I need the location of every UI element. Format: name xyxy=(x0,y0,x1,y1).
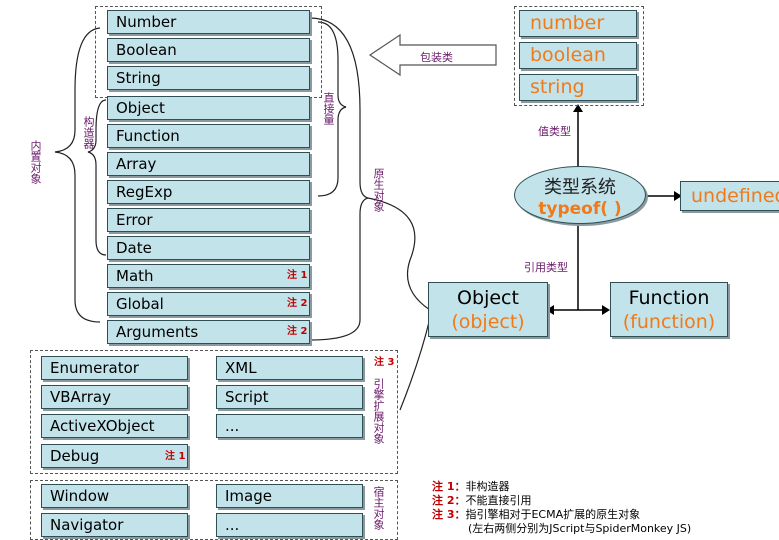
type-box-image: Image xyxy=(216,484,363,508)
note-tag-global: 注 2 xyxy=(287,298,308,309)
type-label-arguments: Arguments xyxy=(116,322,199,341)
type-box-global: Global xyxy=(107,292,310,316)
type-system-typeof: typeof( ) xyxy=(538,199,622,219)
function-type-box: Function (function) xyxy=(610,282,728,337)
type-box-object: Object xyxy=(107,96,310,120)
note-2-tag: 注 2： xyxy=(432,494,466,507)
type-box-array: Array xyxy=(107,152,310,176)
type-label-debug: Debug xyxy=(50,446,100,465)
label-direct-quantity: 直接量 xyxy=(322,92,335,125)
type-label-math: Math xyxy=(116,266,154,285)
type-box-arguments: Arguments xyxy=(107,320,310,344)
type-box-string: String xyxy=(107,66,310,90)
note-2: 注 2：不能直接引用 xyxy=(432,494,691,508)
value-box-string: string xyxy=(519,74,637,101)
type-box-enumerator: Enumerator xyxy=(41,356,188,380)
type-box-engine-ellipsis: ... xyxy=(216,414,363,438)
note-1-text: 非构造器 xyxy=(465,480,510,493)
note-tag-arguments: 注 2 xyxy=(287,326,308,337)
note-4: (左右两侧分别为JScript与SpiderMonkey JS) xyxy=(432,522,691,536)
label-wrapper-class: 包装类 xyxy=(420,51,453,64)
type-box-vbarray: VBArray xyxy=(41,385,188,409)
type-system-ellipse: 类型系统 typeof( ) xyxy=(514,166,646,224)
notes-legend: 注 1：非构造器 注 2：不能直接引用 注 3：指引擎相对于ECMA扩展的原生对… xyxy=(432,480,691,536)
label-value-type: 值类型 xyxy=(538,125,571,138)
object-type-box: Object (object) xyxy=(428,282,548,337)
type-box-script: Script xyxy=(216,385,363,409)
type-system-title: 类型系统 xyxy=(544,177,616,198)
type-label-global: Global xyxy=(116,294,164,313)
value-type-group xyxy=(514,6,644,106)
type-box-navigator: Navigator xyxy=(41,513,188,537)
value-box-number: number xyxy=(519,10,637,37)
note-3-text: 指引擎相对于ECMA扩展的原生对象 xyxy=(465,508,641,521)
label-constructors: 构造器 xyxy=(82,116,95,149)
label-engine-extension: 引擎扩展对象 xyxy=(372,378,385,444)
type-box-xml: XML xyxy=(216,356,363,380)
object-type-name: Object xyxy=(457,287,519,309)
note-tag-math: 注 1 xyxy=(287,270,308,281)
note-2-text: 不能直接引用 xyxy=(465,494,532,507)
note-3: 注 3：指引擎相对于ECMA扩展的原生对象 xyxy=(432,508,691,522)
note-4-text: (左右两侧分别为JScript与SpiderMonkey JS) xyxy=(468,522,692,535)
type-box-number: Number xyxy=(107,10,310,34)
type-box-boolean: Boolean xyxy=(107,38,310,62)
type-box-debug: Debug xyxy=(41,444,188,468)
note-tag-debug: 注 1 xyxy=(165,451,186,462)
label-builtin-objects: 内置对象 xyxy=(29,140,42,184)
label-native-objects: 原生对象 xyxy=(372,168,385,212)
type-box-math: Math xyxy=(107,264,310,288)
note-1-tag: 注 1： xyxy=(432,480,466,493)
function-type-name: Function xyxy=(628,287,710,309)
undefined-box: undefined xyxy=(680,181,779,211)
type-box-date: Date xyxy=(107,236,310,260)
note-3-tag: 注 3： xyxy=(432,508,466,521)
function-typeof-value: (function) xyxy=(622,311,716,333)
label-reference-type: 引用类型 xyxy=(524,261,568,274)
value-box-boolean: boolean xyxy=(519,42,637,69)
type-box-regexp: RegExp xyxy=(107,180,310,204)
type-box-function: Function xyxy=(107,124,310,148)
label-host-objects: 宿主对象 xyxy=(372,486,385,530)
engine-extension-group xyxy=(30,350,398,474)
note-1: 注 1：非构造器 xyxy=(432,480,691,494)
type-box-host-ellipsis: ... xyxy=(216,513,363,537)
type-box-error: Error xyxy=(107,208,310,232)
type-box-activexobject: ActiveXObject xyxy=(41,414,188,438)
note-tag-engine: 注 3 xyxy=(374,357,395,368)
object-typeof-value: (object) xyxy=(451,311,525,333)
type-box-window: Window xyxy=(41,484,188,508)
